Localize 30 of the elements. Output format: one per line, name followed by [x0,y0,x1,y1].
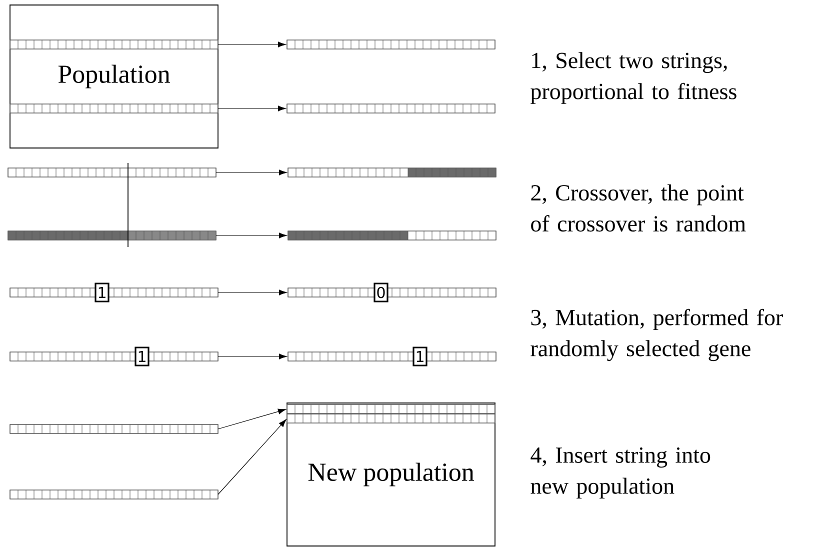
gene-string: 0 [288,282,496,302]
arrow [218,290,287,296]
gene-string [10,424,218,434]
gene-string [10,490,218,500]
gene-string: 1 [10,282,218,302]
arrow [218,408,286,430]
gene-string [8,230,216,240]
gene-string [286,404,496,414]
gene-string [288,230,496,240]
population-box: New population [286,402,496,546]
gene-string [286,414,496,424]
population-box: Population [10,4,218,148]
gene-string: 1 [10,346,218,366]
step-description: 2, Crossover, the point of crossover is random [531,184,746,232]
gene-string: 1 [288,346,496,366]
arrow [216,232,287,238]
gene-string [286,40,496,50]
step-description: 3, Mutation, performed for randomly selected gene [530,308,783,362]
step-description: 1, Select two strings, proportional to fitness [530,52,736,104]
gene-string [286,104,496,114]
arrow [218,419,286,495]
arrow [218,42,286,48]
step-description: 4, Insert string into new population [530,447,710,499]
gene-string [10,104,218,114]
gene-string [8,168,216,178]
arrow [218,106,286,112]
arrow [216,170,287,176]
gene-string [288,168,496,178]
arrow [218,354,287,360]
gene-string [10,40,218,50]
